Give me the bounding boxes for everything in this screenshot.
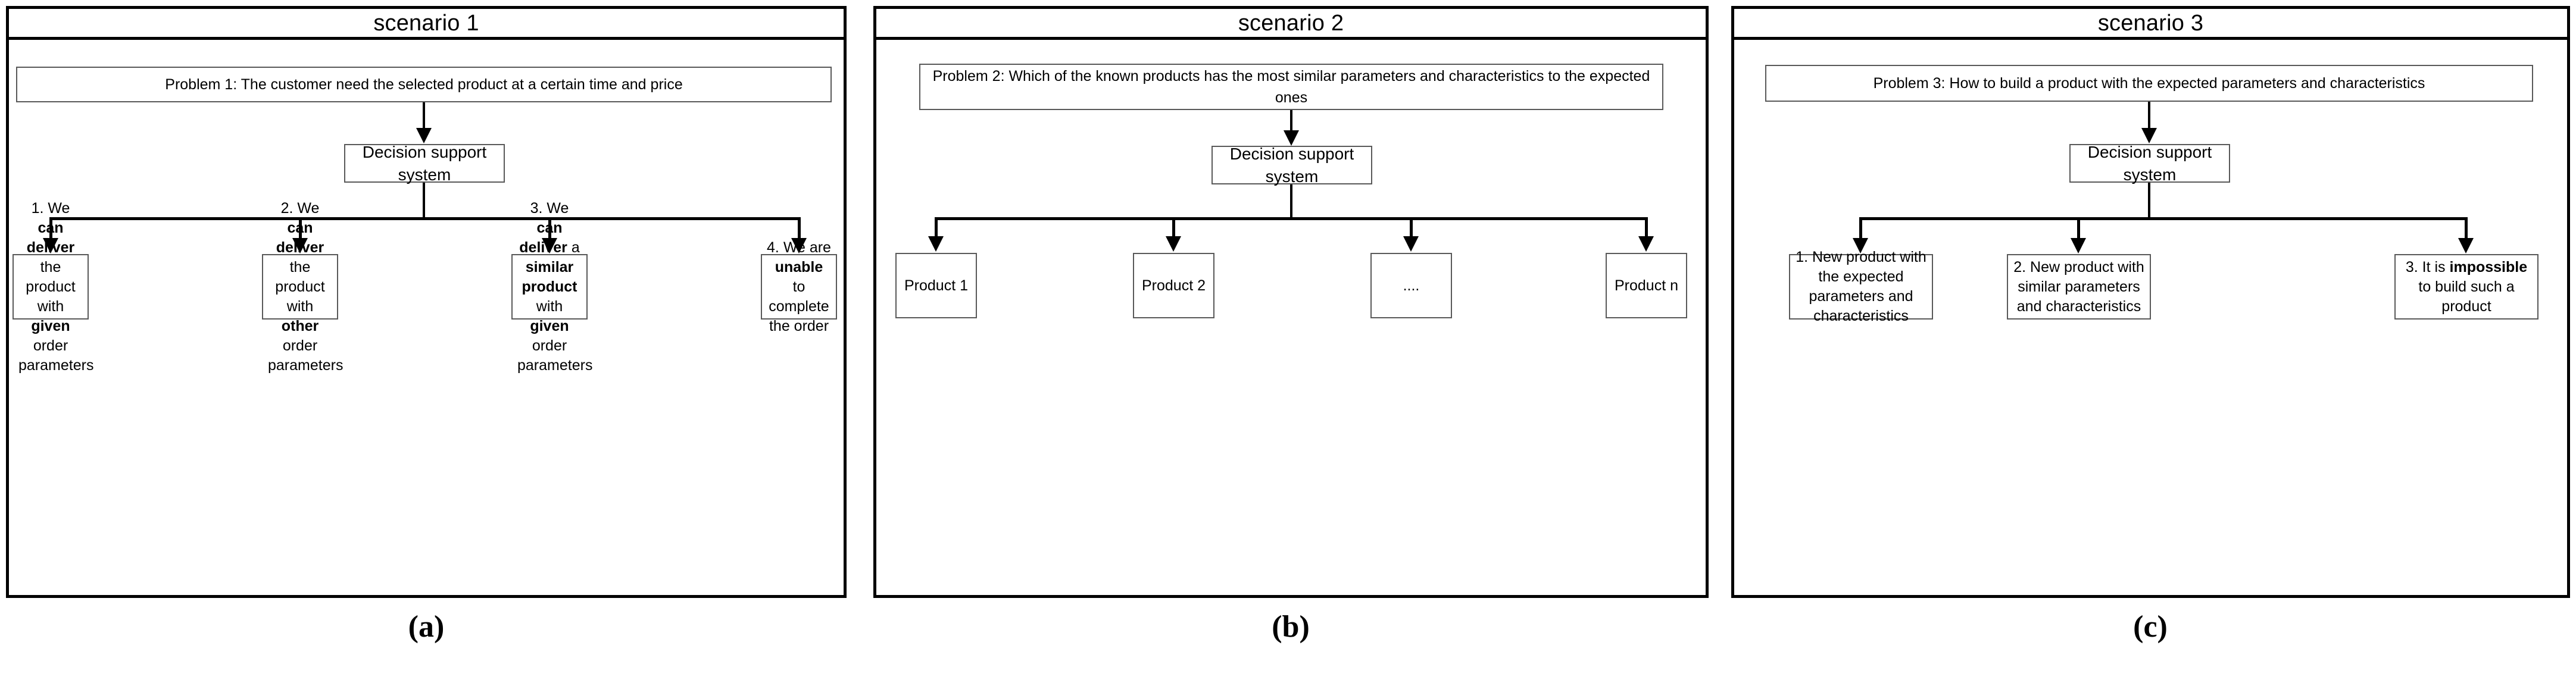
arrow-outcome-1-3 [542,238,557,253]
connector-problem-to-dss-2 [1290,110,1292,133]
outcome-node-1-3: 3. We can deliver a similar product with… [511,200,592,374]
arrow-outcome-2-3 [1403,236,1419,252]
connector-problem-to-dss-1 [423,102,425,129]
outcome-node-2-3-text: .... [1403,277,1420,294]
outcome-node-1-1-text: 1. We can deliver the product with given… [18,199,94,374]
panel-scenario-1: scenario 1 Problem 1: The customer need … [6,6,847,598]
problem-node-3: Problem 3: How to build a product with t… [1765,65,2533,102]
dss-line-1: Decision support [1229,144,1354,163]
outcome-node-2-3: .... [1370,253,1452,318]
panel-caption-c: (c) [2133,610,2168,644]
panel-header-scenario-1: scenario 1 [9,9,844,40]
outcome-node-2-4-text: Product n [1614,277,1678,294]
connector-branch-1-3 [548,217,551,240]
panel-caption-a: (a) [408,610,445,644]
outcome-node-3-1-text: 1. New product with the expected paramet… [1796,249,1926,324]
outcome-node-2-1-text: Product 1 [904,277,968,294]
arrow-problem-to-dss-3 [2141,128,2157,143]
dss-line-2: system [2123,165,2177,184]
outcome-node-1-4: 4. We are unable to complete the order [761,239,837,334]
panel-scenario-2: scenario 2 Problem 2: Which of the known… [873,6,1709,598]
outcome-node-1-2: 2. We can deliver the product with other… [262,200,343,374]
arrow-problem-to-dss-1 [416,128,432,143]
arrow-problem-to-dss-2 [1284,130,1299,146]
outcome-node-2-2: Product 2 [1133,253,1214,318]
outcome-node-1-3-text: 3. We can deliver a similar product with… [517,199,593,374]
dss-line-1: Decision support [2087,142,2212,161]
outcome-node-2-4: Product n [1606,253,1687,318]
dss-line-2: system [1265,167,1319,186]
panel-title-scenario-3: scenario 3 [2097,10,2204,36]
arrow-outcome-1-1 [43,238,58,253]
connector-dss-stem-3 [2148,183,2150,218]
connector-branch-2-2 [1172,217,1175,238]
connector-branch-2-3 [1410,217,1413,238]
arrow-outcome-1-4 [791,238,807,253]
connector-problem-to-dss-3 [2148,102,2150,129]
panel-header-scenario-3: scenario 3 [1734,9,2567,40]
outcome-node-1-4-text: 4. We are unable to complete the order [767,239,831,334]
connector-branch-2-4 [1645,217,1648,238]
decision-support-system-node-3: Decision support system [2069,142,2230,184]
problem-node-3-text: Problem 3: How to build a product with t… [1873,74,2425,92]
problem-node-2-text: Problem 2: Which of the known products h… [932,67,1650,106]
panel-caption-b: (b) [1272,610,1310,644]
panel-body-scenario-1: Problem 1: The customer need the selecte… [9,40,844,598]
connector-bus-3 [1859,217,2468,220]
connector-branch-1-2 [299,217,302,240]
problem-node-1-text: Problem 1: The customer need the selecte… [165,76,683,93]
decision-support-system-node-2: Decision support system [1211,144,1372,186]
problem-node-1: Problem 1: The customer need the selecte… [16,67,832,102]
problem-node-2: Problem 2: Which of the known products h… [919,64,1663,110]
connector-branch-3-2 [2077,217,2080,240]
panel-scenario-3: scenario 3 Problem 3: How to build a pro… [1731,6,2570,598]
connector-branch-3-3 [2465,217,2468,240]
outcome-node-3-3-text: 3. It is impossible to build such a prod… [2405,258,2528,315]
decision-support-system-node-1: Decision support system [344,142,505,184]
connector-branch-1-4 [798,217,801,240]
arrow-outcome-3-2 [2071,238,2086,253]
arrow-outcome-2-1 [928,236,944,252]
outcome-node-3-2-text: 2. New product with similar parameters a… [2013,258,2144,315]
connector-branch-1-1 [49,217,52,240]
panel-title-scenario-1: scenario 1 [373,10,479,36]
arrow-outcome-1-2 [292,238,308,253]
connector-bus-2 [935,217,1648,220]
connector-branch-2-1 [935,217,938,238]
outcome-node-1-2-text: 2. We can deliver the product with other… [268,199,344,374]
arrow-outcome-2-4 [1638,236,1654,252]
panel-title-scenario-2: scenario 2 [1238,10,1344,36]
panel-header-scenario-2: scenario 2 [876,9,1706,40]
arrow-outcome-3-3 [2458,238,2474,253]
outcome-node-2-1: Product 1 [895,253,977,318]
connector-branch-3-1 [1859,217,1862,240]
arrow-outcome-2-2 [1166,236,1181,252]
connector-dss-stem-1 [423,183,425,218]
panel-body-scenario-2: Problem 2: Which of the known products h… [876,40,1706,598]
panel-body-scenario-3: Problem 3: How to build a product with t… [1734,40,2567,598]
outcome-node-1-1: 1. We can deliver the product with given… [13,200,93,374]
outcome-node-3-1: 1. New product with the expected paramet… [1789,249,1933,324]
connector-bus-1 [49,217,801,220]
outcome-node-2-2-text: Product 2 [1141,277,1206,294]
connector-dss-stem-2 [1290,184,1292,218]
outcome-node-3-2: 2. New product with similar parameters a… [2007,254,2151,320]
dss-line-2: system [398,165,451,184]
arrow-outcome-3-1 [1853,238,1868,253]
dss-line-1: Decision support [362,142,487,161]
outcome-node-3-3: 3. It is impossible to build such a prod… [2394,254,2538,320]
